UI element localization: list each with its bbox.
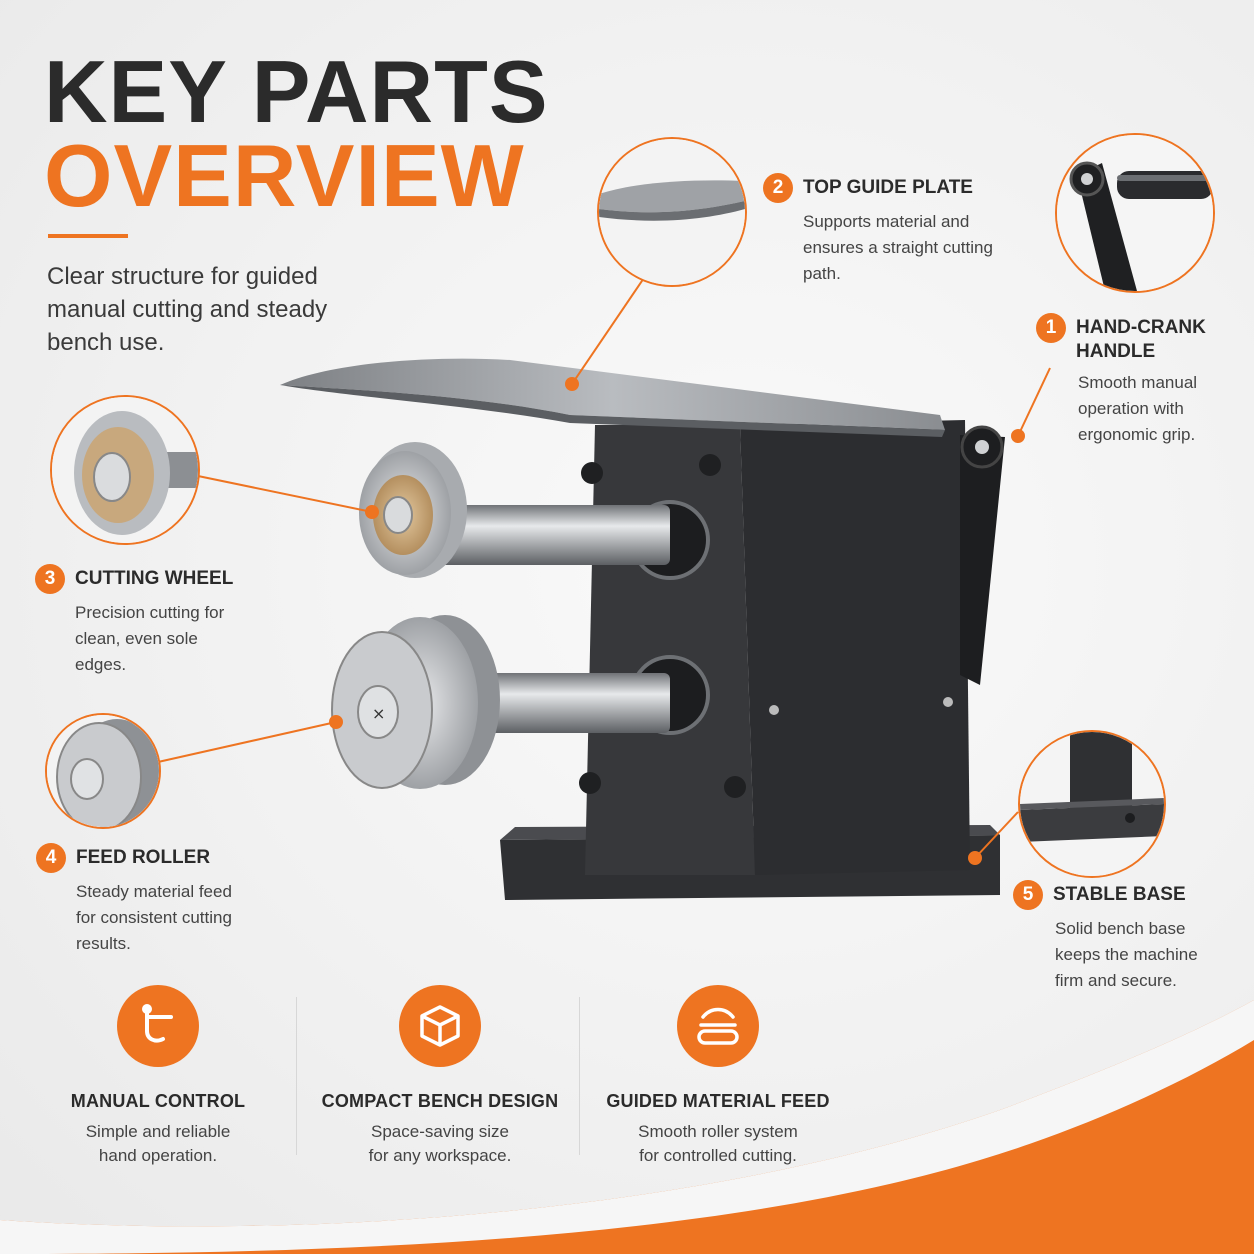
part-callout-stable-base: 5 STABLE BASE Solid bench base keeps the…	[1013, 880, 1233, 994]
zoom-feed-roller	[45, 713, 161, 829]
part-name: CUTTING WHEEL	[75, 568, 234, 589]
feature-divider	[296, 997, 297, 1155]
page-title-line2: OVERVIEW	[44, 126, 525, 225]
part-description: Supports material and ensures a straight…	[803, 212, 993, 283]
zoom-stable-base	[1018, 730, 1166, 878]
feature-description: Smooth roller system for controlled cutt…	[638, 1122, 798, 1165]
feature-guided-material-feed: GUIDED MATERIAL FEED Smooth roller syste…	[598, 985, 838, 1168]
title-accent-rule	[48, 234, 128, 238]
part-number-badge: 4	[36, 843, 66, 873]
part-number-badge: 3	[35, 564, 65, 594]
zoom-cutting-wheel	[50, 395, 200, 545]
roller-feed-icon	[677, 985, 759, 1067]
part-name: HAND-CRANK HANDLE	[1076, 317, 1206, 362]
feature-name: GUIDED MATERIAL FEED	[606, 1091, 830, 1111]
box-icon	[399, 985, 481, 1067]
feature-manual-control: MANUAL CONTROL Simple and reliable hand …	[58, 985, 258, 1168]
feature-compact-bench-design: COMPACT BENCH DESIGN Space-saving size f…	[320, 985, 560, 1168]
feature-name: COMPACT BENCH DESIGN	[321, 1091, 559, 1111]
feature-description: Simple and reliable hand operation.	[85, 1122, 231, 1165]
intro-text: Clear structure for guided manual cuttin…	[47, 263, 328, 356]
feature-name: MANUAL CONTROL	[70, 1091, 246, 1111]
part-description: Precision cutting for clean, even sole e…	[75, 603, 225, 674]
hand-crank-icon	[117, 985, 199, 1067]
part-callout-feed-roller: 4 FEED ROLLER Steady material feed for c…	[36, 843, 266, 957]
feature-description: Space-saving size for any workspace.	[368, 1122, 512, 1165]
machine-illustration: ×	[280, 358, 1005, 900]
part-callout-hand-crank-handle: 1 HAND-CRANK HANDLE Smooth manual operat…	[1036, 313, 1226, 448]
zoom-hand-crank-handle	[1055, 133, 1215, 293]
part-number-badge: 1	[1036, 313, 1066, 343]
part-description: Steady material feed for consistent cutt…	[76, 882, 232, 953]
part-description: Smooth manual operation with ergonomic g…	[1078, 373, 1198, 444]
part-number-badge: 2	[763, 173, 793, 203]
page-title-line1: KEY PARTS	[44, 42, 549, 141]
part-callout-cutting-wheel: 3 CUTTING WHEEL Precision cutting for cl…	[35, 564, 265, 678]
part-name: STABLE BASE	[1053, 884, 1186, 905]
part-name: TOP GUIDE PLATE	[803, 177, 973, 198]
zoom-top-guide-plate	[597, 137, 747, 287]
feature-divider	[579, 997, 580, 1155]
part-name: FEED ROLLER	[76, 847, 211, 868]
part-callout-top-guide-plate: 2 TOP GUIDE PLATE Supports material and …	[763, 173, 1003, 287]
part-description: Solid bench base keeps the machine firm …	[1055, 919, 1198, 990]
part-number-badge: 5	[1013, 880, 1043, 910]
svg-text:×: ×	[372, 704, 385, 723]
